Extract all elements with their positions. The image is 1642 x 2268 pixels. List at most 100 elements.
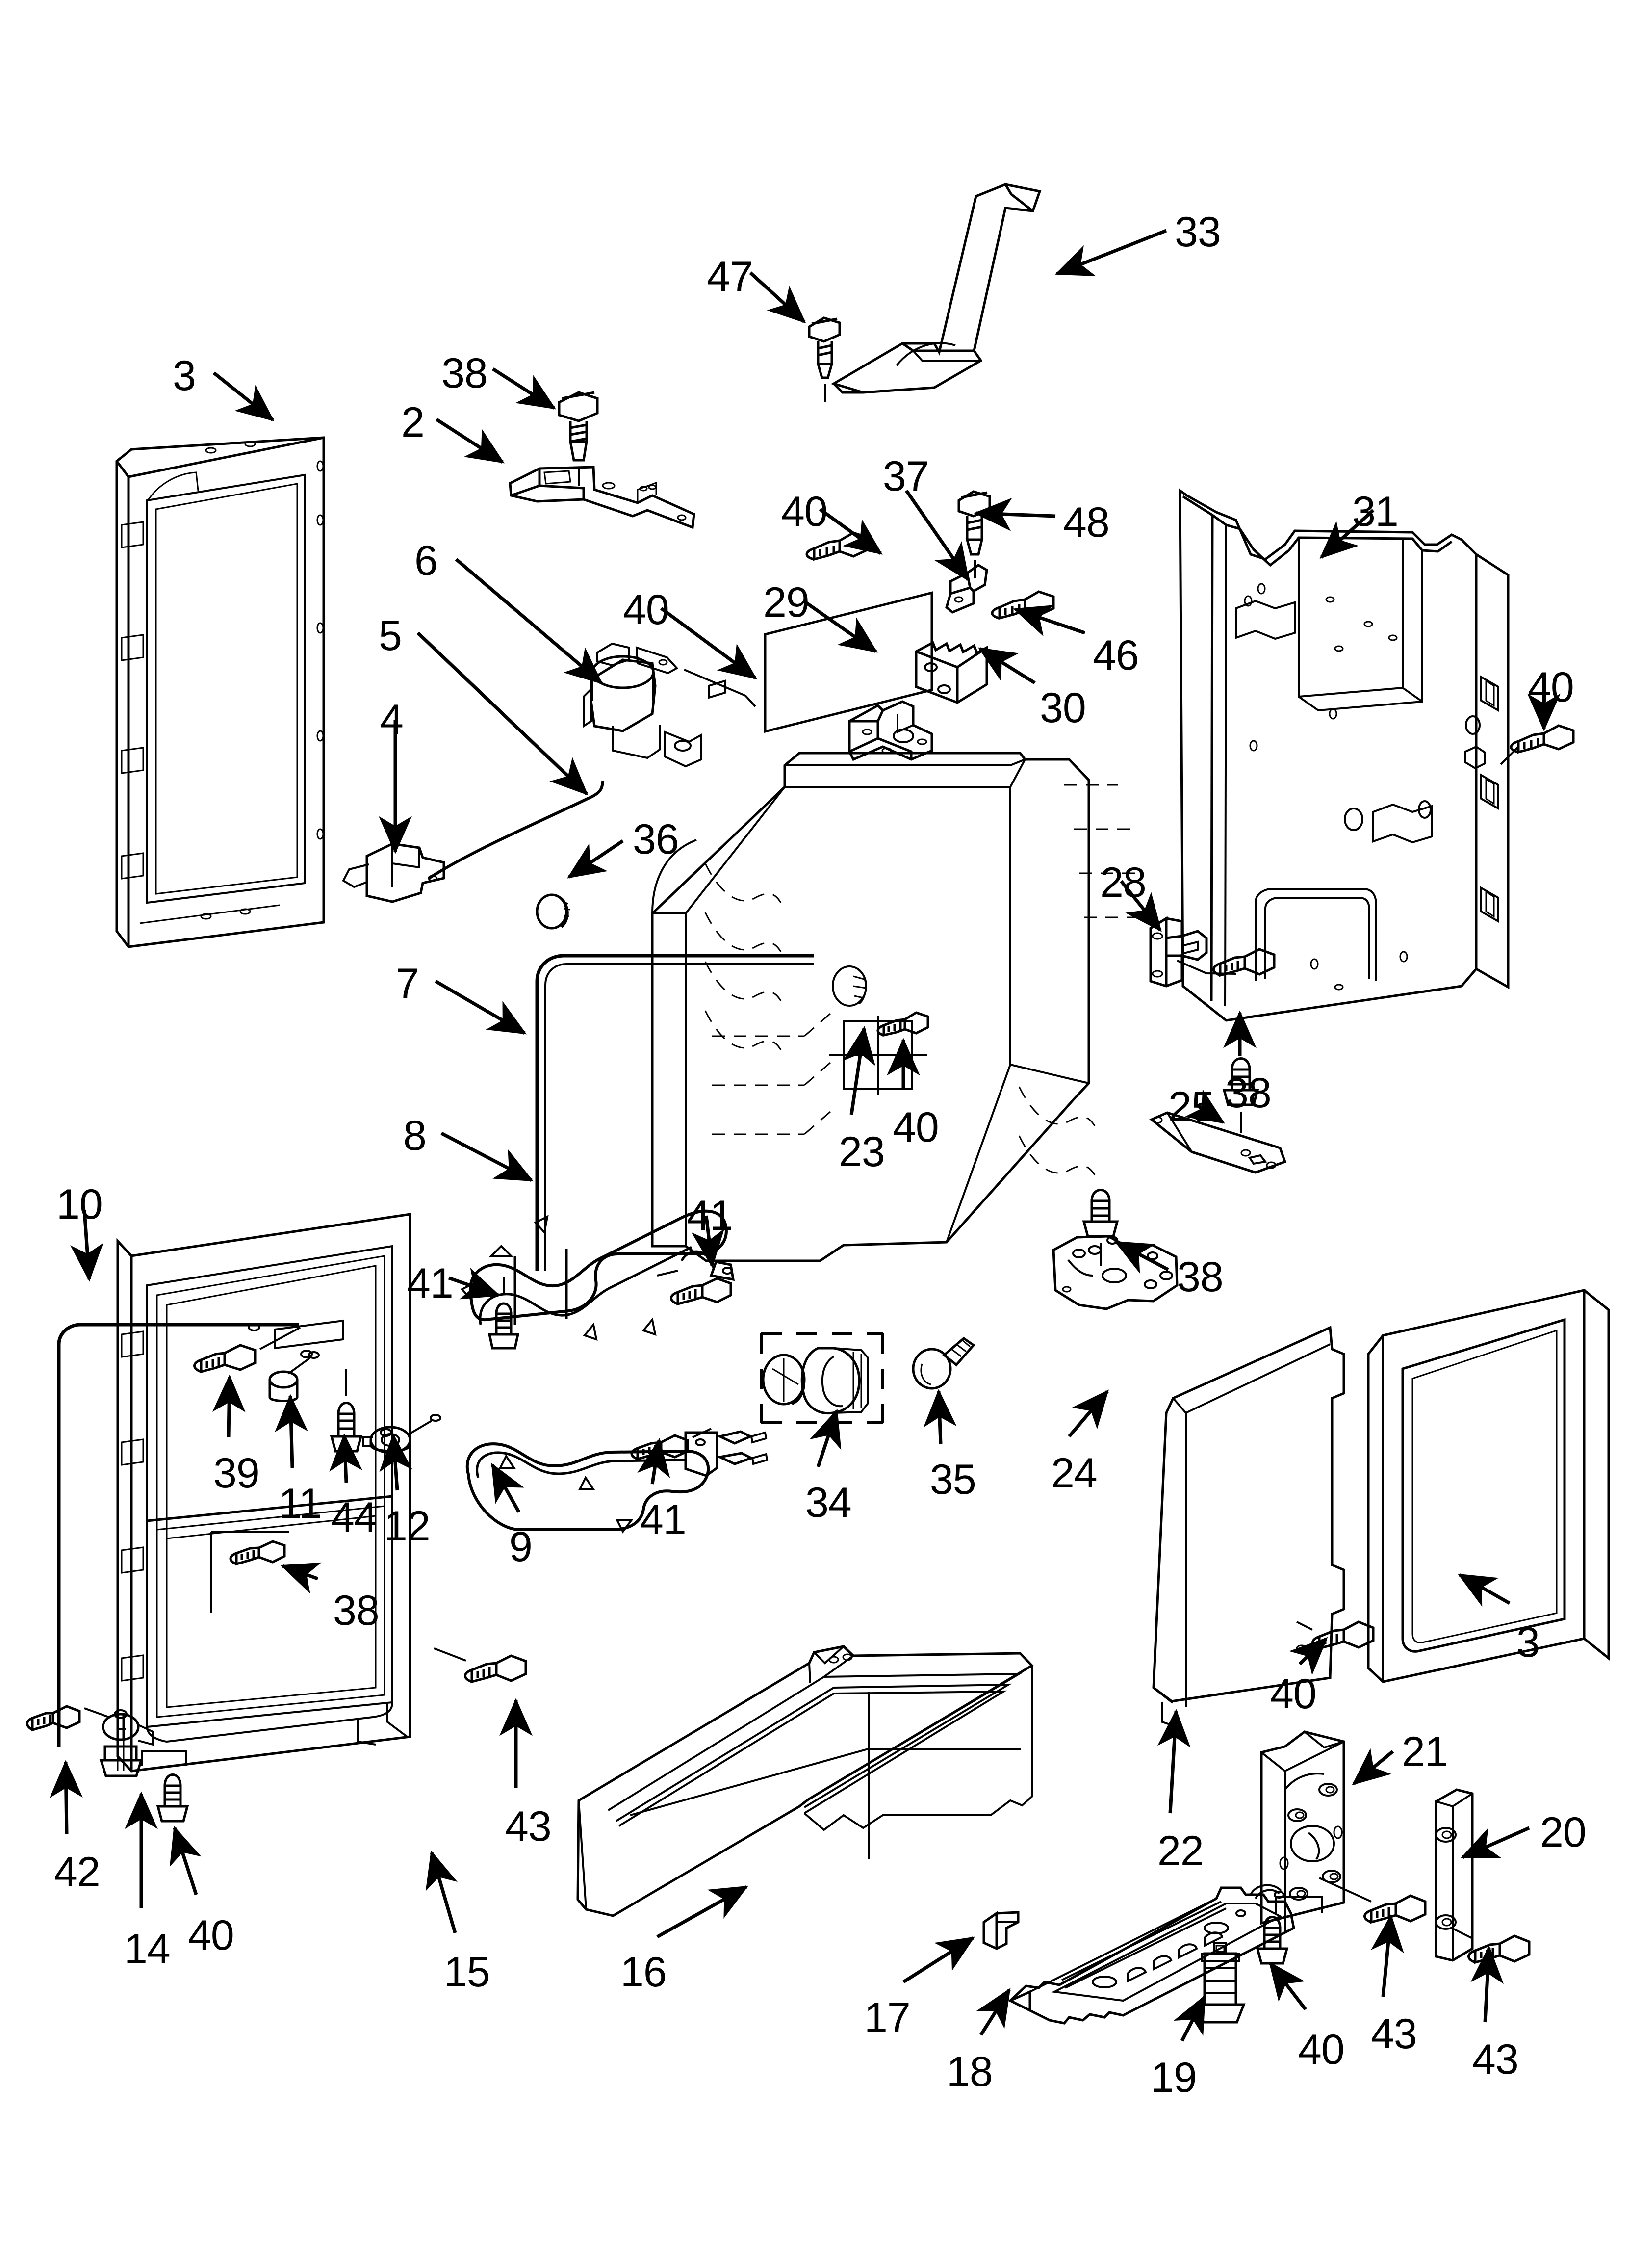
callout-7: 7 xyxy=(396,960,419,1007)
callout-40: 40 xyxy=(1270,1670,1317,1718)
callout-38: 38 xyxy=(333,1587,380,1634)
callout-40: 40 xyxy=(1298,2026,1345,2073)
part-37-clip xyxy=(945,564,988,614)
screw-42 xyxy=(26,1705,109,1732)
part-6-door-lock-motor xyxy=(583,642,756,768)
callout-38: 38 xyxy=(441,350,488,397)
callout-3: 3 xyxy=(173,352,196,399)
screw-38-right-lower xyxy=(1222,1057,1259,1133)
callout-15: 15 xyxy=(444,1949,490,1996)
screw-43-frame xyxy=(434,1647,527,1684)
part-10-gasket-wire xyxy=(57,1323,299,1747)
callout-14: 14 xyxy=(124,1926,171,1973)
callout-44: 44 xyxy=(331,1494,378,1541)
part-10-front-frame xyxy=(116,1213,411,1773)
part-2-bracket xyxy=(509,466,695,529)
callout-25: 25 xyxy=(1168,1083,1215,1130)
callout-16: 16 xyxy=(620,1949,667,1996)
screw-43-bracket21 xyxy=(1363,1894,1427,1924)
part-33-vent-bracket xyxy=(830,183,1042,394)
callout-20: 20 xyxy=(1540,1809,1587,1856)
part-7-door-gasket xyxy=(535,954,814,1271)
part-16-bottom-panel xyxy=(576,1645,1034,1917)
screw-40-cavity xyxy=(876,1011,929,1037)
part-19-leveling-screw xyxy=(1195,1942,1246,2024)
callout-28: 28 xyxy=(1100,859,1147,906)
screw-48 xyxy=(957,490,991,578)
callout-31: 31 xyxy=(1352,488,1399,535)
part-22-side-panel xyxy=(1152,1326,1345,1728)
callout-21: 21 xyxy=(1402,1728,1448,1775)
leader-lines xyxy=(50,229,1561,2042)
part-30-terminal-block xyxy=(915,641,988,704)
callout-48: 48 xyxy=(1063,499,1110,546)
part-21-bracket xyxy=(1260,1730,1372,1933)
screw-38-top xyxy=(558,391,599,486)
callout-33: 33 xyxy=(1175,209,1221,256)
callout-42: 42 xyxy=(54,1849,101,1896)
part-35-lamp-bulb xyxy=(912,1336,975,1390)
callout-41: 41 xyxy=(407,1260,454,1307)
screw-47 xyxy=(808,316,841,402)
part-3-right-frame xyxy=(1367,1288,1610,1683)
screw-40-leg xyxy=(141,1750,189,1823)
screw-41-upper xyxy=(670,1277,732,1306)
callout-8: 8 xyxy=(403,1112,427,1159)
screw-39 xyxy=(193,1327,301,1374)
part-left-front-frame xyxy=(115,436,325,948)
callout-19: 19 xyxy=(1151,2054,1197,2101)
part-25-brace xyxy=(1149,1111,1287,1174)
screw-40-right xyxy=(1500,724,1575,765)
part-14-leveling-leg xyxy=(99,1709,154,1777)
callout-40: 40 xyxy=(893,1104,939,1151)
callout-39: 39 xyxy=(213,1450,260,1497)
part-29-terminal-bracket xyxy=(848,700,933,761)
callout-35: 35 xyxy=(930,1456,976,1503)
callout-40: 40 xyxy=(781,488,828,535)
part-12-bushing xyxy=(362,1414,441,1454)
callout-40: 40 xyxy=(188,1912,234,1959)
callout-6: 6 xyxy=(414,537,438,584)
callout-24: 24 xyxy=(1051,1450,1098,1497)
callout-37: 37 xyxy=(883,453,929,500)
screw-41-left xyxy=(487,1277,520,1350)
callout-40: 40 xyxy=(623,586,669,633)
screw-38-frame xyxy=(210,1531,289,1613)
callout-12: 12 xyxy=(384,1503,431,1550)
callout-4: 4 xyxy=(380,696,404,743)
callout-47: 47 xyxy=(707,253,753,300)
callout-3: 3 xyxy=(1516,1619,1540,1666)
callout-22: 22 xyxy=(1157,1827,1204,1875)
part-34-lamp-assembly xyxy=(762,1347,869,1415)
part-36-plug xyxy=(536,893,570,930)
callout-17: 17 xyxy=(864,1994,911,2041)
callout-46: 46 xyxy=(1093,632,1139,679)
callout-43: 43 xyxy=(1371,2010,1417,2058)
callout-2: 2 xyxy=(401,399,425,446)
callout-36: 36 xyxy=(633,816,679,863)
part-9-bake-element xyxy=(465,1430,769,1534)
callout-23: 23 xyxy=(839,1128,885,1175)
screw-38-plate xyxy=(1082,1189,1119,1266)
part-17-clip xyxy=(982,1911,1020,1950)
callout-34: 34 xyxy=(805,1479,852,1526)
callout-40: 40 xyxy=(1528,664,1574,711)
screw-40-side-panel xyxy=(1296,1620,1375,1650)
callout-18: 18 xyxy=(947,2048,993,2095)
callout-10: 10 xyxy=(56,1181,103,1228)
part-11-grommet xyxy=(268,1351,320,1402)
part-4-latch-clip xyxy=(342,842,445,903)
screw-38-right-upper xyxy=(1212,948,1276,977)
callout-38: 38 xyxy=(1177,1253,1224,1301)
callout-43: 43 xyxy=(505,1803,552,1850)
callout-29: 29 xyxy=(763,579,810,626)
callout-43: 43 xyxy=(1472,2036,1519,2083)
callout-30: 30 xyxy=(1040,684,1086,731)
part-31-rear-panel xyxy=(1179,488,1510,1022)
callout-41: 41 xyxy=(640,1496,687,1543)
callout-5: 5 xyxy=(379,612,402,659)
screw-46 xyxy=(991,590,1055,620)
dashed-box-34 xyxy=(760,1332,884,1424)
